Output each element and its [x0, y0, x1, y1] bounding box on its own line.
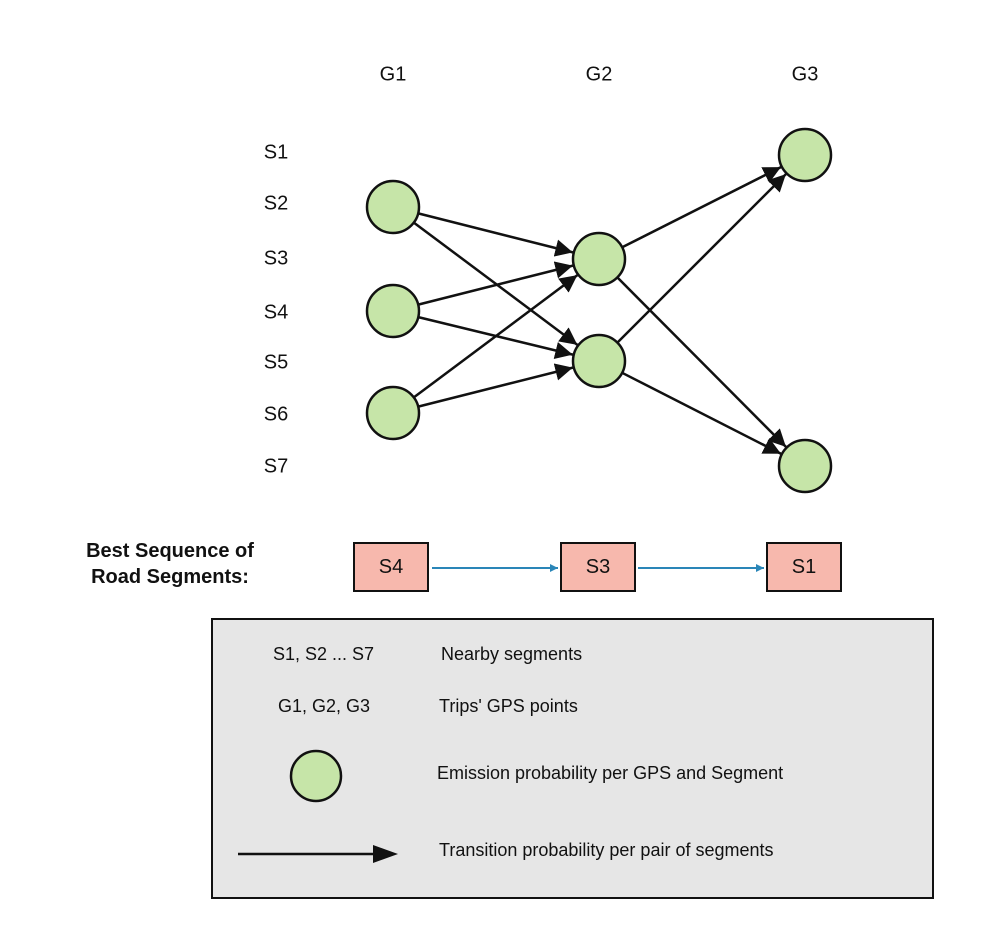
row-label-s6: S6 — [263, 403, 289, 426]
legend-box: S1, S2 ... S7 Nearby segments G1, G2, G3… — [211, 618, 934, 899]
emission-node-G1-S2 — [365, 179, 421, 235]
column-label-g1: G1 — [379, 63, 407, 86]
transition-edge-G2-S5-to-G3-S7 — [621, 371, 782, 455]
legend-gps-desc: Trips' GPS points — [439, 696, 578, 716]
transition-edge-G1-S6-to-G2-S5 — [417, 363, 574, 408]
transition-edge-G1-S2-to-G2-S3 — [417, 212, 574, 257]
transition-edge-G2-S3-to-G3-S1 — [621, 166, 782, 249]
transition-edge-G2-S5-to-G3-S1 — [616, 173, 787, 344]
emission-node-G3-S7 — [777, 438, 833, 494]
legend-node-icon — [289, 749, 343, 803]
sequence-segment-2: S3 — [560, 542, 636, 592]
legend-segments-desc: Nearby segments — [441, 644, 583, 664]
emission-node-G1-S6 — [365, 385, 421, 441]
emission-node-G1-S4 — [365, 283, 421, 339]
row-label-s5: S5 — [263, 351, 289, 374]
legend-segments-key: S1, S2 ... S7 — [273, 644, 375, 664]
best-sequence-title: Best Sequence of Road Segments: — [60, 538, 280, 590]
transition-edge-G2-S3-to-G3-S7 — [616, 276, 787, 448]
legend-gps-key: G1, G2, G3 — [278, 696, 371, 716]
emission-node-G3-S1 — [777, 127, 833, 183]
row-label-s2: S2 — [263, 192, 289, 215]
hmm-graph — [365, 127, 833, 494]
legend-transition-desc: Transition probability per pair of segme… — [439, 840, 774, 860]
transition-edge-G1-S2-to-G2-S5 — [413, 221, 579, 346]
column-label-g3: G3 — [791, 63, 819, 86]
row-label-s1: S1 — [263, 141, 289, 164]
legend-arrow-icon — [238, 845, 398, 863]
transition-edge-G1-S4-to-G2-S3 — [417, 261, 574, 306]
emission-node-G2-S3 — [571, 231, 627, 287]
row-label-s7: S7 — [263, 455, 289, 478]
best-sequence-title-line1: Best Sequence of — [86, 540, 254, 562]
sequence-segment-1: S4 — [353, 542, 429, 592]
row-label-s3: S3 — [263, 247, 289, 270]
legend-emission-desc: Emission probability per GPS and Segment — [437, 763, 784, 783]
transition-edge-G1-S6-to-G2-S3 — [413, 274, 579, 399]
column-label-g2: G2 — [585, 63, 613, 86]
best-sequence-title-line2: Road Segments: — [91, 566, 249, 588]
row-label-s4: S4 — [263, 301, 289, 324]
sequence-segment-3: S1 — [766, 542, 842, 592]
emission-node-G2-S5 — [571, 333, 627, 389]
